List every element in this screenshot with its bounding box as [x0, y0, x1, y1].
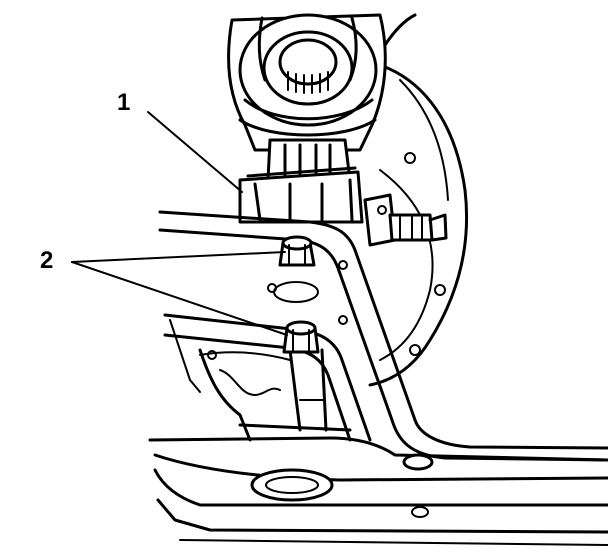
lower-linkage	[198, 348, 352, 442]
callout-2-leader-lower	[71, 261, 288, 336]
callout-1-leader	[147, 111, 243, 193]
hub-assembly	[227, 13, 387, 152]
callout-2-leader-upper	[71, 251, 286, 263]
callout-2-label: 2	[40, 247, 53, 274]
callout-1-label: 1	[117, 89, 130, 116]
sensor-connector	[363, 193, 448, 247]
bolt-lower	[282, 320, 320, 354]
lower-frame-rail	[148, 436, 608, 546]
crossmember-frame	[158, 210, 608, 462]
callout-2: 2	[40, 247, 288, 336]
callout-1: 1	[117, 89, 243, 193]
bolt-upper	[278, 235, 316, 267]
mount-bracket	[238, 138, 364, 224]
housing-outline	[358, 13, 469, 387]
